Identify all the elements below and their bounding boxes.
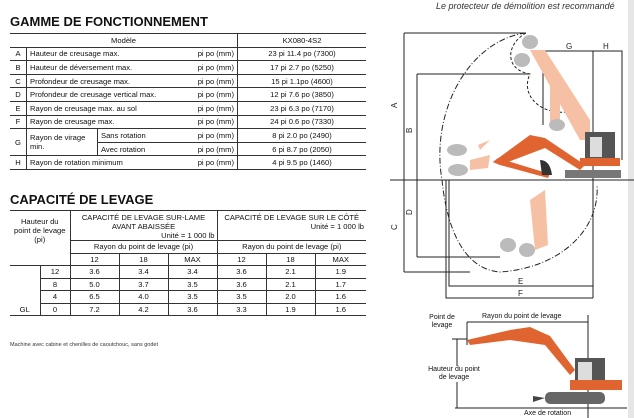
row-label: Rayon de creusage max. <box>26 115 179 130</box>
demolition-guard-note: Le protecteur de démolition est recomman… <box>436 1 615 11</box>
model-value: KX080-4S2 <box>237 33 366 48</box>
row-value: 4 pi 9.5 po (1460) <box>237 155 366 170</box>
row-letter: A <box>10 47 27 62</box>
cell: 1.6 <box>314 290 366 304</box>
rotation-axis-label: Axe de rotation <box>524 410 572 418</box>
row-letter: F <box>10 115 27 130</box>
row-unit: pi po (mm) <box>178 115 238 130</box>
model-header: Modèle <box>10 33 238 48</box>
row-unit: pi po (mm) <box>178 87 238 102</box>
row-value: 6 pi 8.7 po (2050) <box>237 142 366 157</box>
row-unit: pi po (mm) <box>178 74 238 89</box>
row-value: 12 pi 7.6 po (3850) <box>237 87 366 102</box>
footnote: Machine avec cabine et chenilles de caou… <box>10 342 158 348</box>
row-unit: pi po (mm) <box>178 142 238 157</box>
group-front-label: CAPACITÉ DE LEVAGE SUR-LAME AVANT ABAISS… <box>81 213 206 231</box>
row-letter: C <box>10 74 27 89</box>
row-value: 15 pi 1.1po (4600) <box>237 74 366 89</box>
cell: 1.9 <box>314 265 366 279</box>
label-c: C <box>390 224 399 230</box>
row-unit: pi po (mm) <box>178 60 238 75</box>
group-side-label: CAPACITÉ DE LEVAGE SUR LE CÔTÉ <box>224 213 360 222</box>
table-header-row: Rayon du point de levage (pi)Rayon du po… <box>10 240 366 254</box>
lift-point-label: Point de levage <box>429 314 455 329</box>
row-label: Hauteur de creusage max. <box>26 47 179 62</box>
bucket-arc <box>510 32 569 113</box>
label-a: A <box>390 102 399 108</box>
unit-label: Unité = 1 000 lb <box>310 222 364 231</box>
row-letter: E <box>10 101 27 116</box>
label-e: E <box>518 277 523 286</box>
row-value: 17 pi 2.7 po (5250) <box>237 60 366 75</box>
row-value: 23 pi 6.3 po (7170) <box>237 101 366 116</box>
dimension-labels: A B C D E F G H <box>390 42 609 298</box>
row-value: 23 pi 11.4 po (7300) <box>237 47 366 62</box>
lift-diagram <box>452 315 627 418</box>
row-sublabel: Sans rotation <box>97 128 179 143</box>
row-label: Profondeur de creusage vertical max. <box>26 87 179 102</box>
range-title: GAMME DE FONCTIONNEMENT <box>10 14 208 29</box>
page-edge <box>628 0 634 418</box>
lift-radius-label: Rayon du point de levage <box>480 313 564 321</box>
reach-envelope <box>439 32 598 273</box>
label-f: F <box>518 289 523 298</box>
row-value: 8 pi 2.0 po (2490) <box>237 128 366 143</box>
lift-height-label: Hauteur du point de levage <box>424 366 484 382</box>
row-label: Rayon de creusage max. au sol <box>26 101 179 116</box>
excavator-main <box>493 132 621 178</box>
height-header: Hauteur du point de levage (pi) <box>10 210 71 266</box>
lift-capacity-table: Hauteur du point de levage (pi) CAPACITÉ… <box>10 210 366 316</box>
row-unit: pi po (mm) <box>178 47 238 62</box>
row-unit: pi po (mm) <box>178 155 238 170</box>
row-letter: B <box>10 60 27 75</box>
radius-header: Rayon du point de levage (pi) <box>216 240 366 254</box>
row-letter: H <box>10 155 27 170</box>
lift-title: CAPACITÉ DE LEVAGE <box>10 192 154 207</box>
row-sublabel: Avec rotation <box>97 142 179 157</box>
row-value: 24 pi 0.6 po (7330) <box>237 115 366 130</box>
unit-label: Unité = 1 000 lb <box>161 231 215 240</box>
label-h: H <box>603 42 609 51</box>
cell: 1.7 <box>314 278 366 291</box>
col-header: MAX <box>314 253 366 266</box>
row-label: Profondeur de creusage max. <box>26 74 179 89</box>
label-g: G <box>566 42 572 51</box>
row-letter: D <box>10 87 27 102</box>
row-unit: pi po (mm) <box>178 128 238 143</box>
row-letter: G <box>10 128 27 157</box>
row-unit: pi po (mm) <box>178 101 238 116</box>
cell: 1.6 <box>314 303 366 316</box>
row-label: Rayon de rotation minimum <box>26 155 179 170</box>
label-b: B <box>405 128 414 133</box>
ghost-arm-positions <box>470 50 590 250</box>
group-front-blade: CAPACITÉ DE LEVAGE SUR-LAME AVANT ABAISS… <box>69 210 218 241</box>
row-label: Hauteur de déversement max. <box>26 60 179 75</box>
row-label: Rayon de virage min. <box>26 128 98 157</box>
label-d: D <box>405 209 414 215</box>
table-header-row: Hauteur du point de levage (pi) CAPACITÉ… <box>10 210 366 266</box>
ghost-buckets <box>447 35 565 257</box>
